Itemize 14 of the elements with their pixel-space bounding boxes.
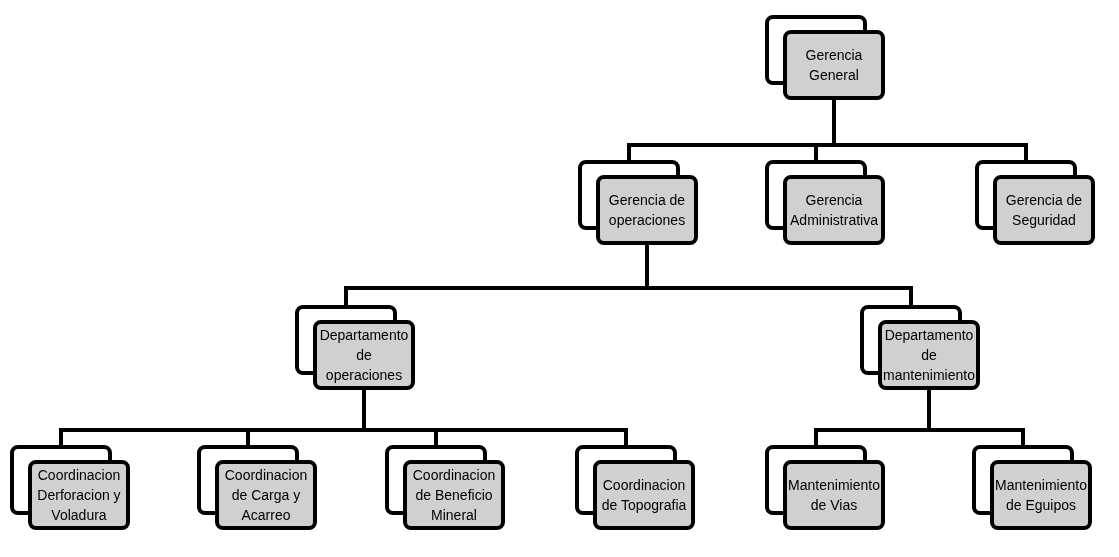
connector-line (832, 100, 1028, 160)
connector-line (927, 390, 1025, 445)
org-box: Coordinacion de Beneficio Mineral (403, 460, 505, 530)
org-box: Gerencia de operaciones (596, 175, 698, 245)
org-box: Coordinacion de Topografia (593, 460, 695, 530)
org-box: Coordinacion Derforacion y Voladura (28, 460, 130, 530)
org-box: Mantenimiento de Vias (783, 460, 885, 530)
org-box: Gerencia Administrativa (783, 175, 885, 245)
org-box: Coordinacion de Carga y Acarreo (215, 460, 317, 530)
org-box: Gerencia de Seguridad (993, 175, 1095, 245)
org-box: Gerencia General (783, 30, 885, 100)
org-box: Departamento de mantenimiento (878, 320, 980, 390)
org-box: Mantenimiento de Eguipos (990, 460, 1092, 530)
org-box: Departamento de operaciones (313, 320, 415, 390)
